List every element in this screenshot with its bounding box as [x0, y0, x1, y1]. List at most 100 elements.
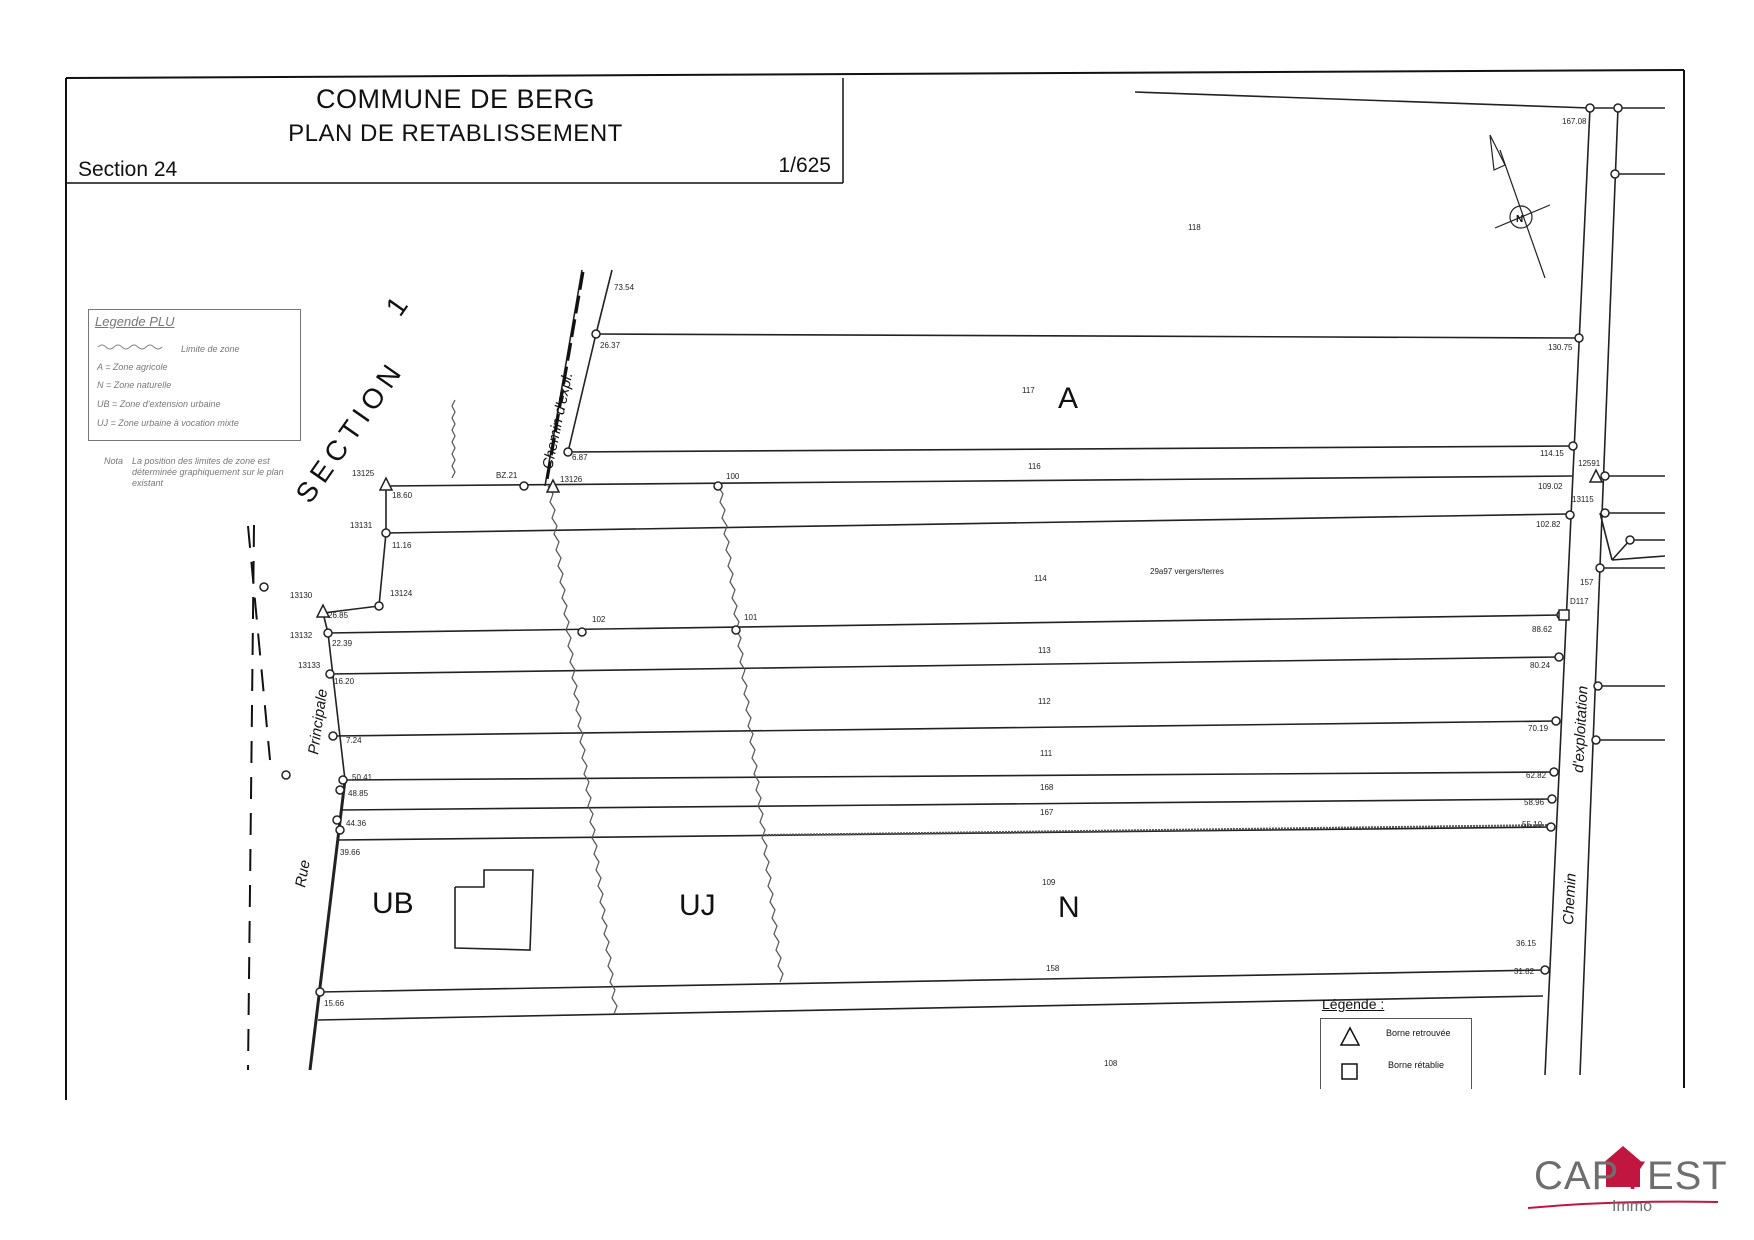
pt-13130: 13130	[290, 591, 313, 600]
legend-item-borne-retrouvee: Borne retrouvée	[1386, 1028, 1451, 1038]
rue-centerline	[247, 524, 271, 1071]
square-marker-icon	[1341, 1063, 1358, 1080]
dim-right: 70.19	[1528, 724, 1549, 733]
dim-left: 7.24	[346, 736, 362, 745]
dim-left: 39.66	[340, 848, 361, 857]
brand-house-icon	[1527, 1146, 1719, 1209]
north-label: N	[1516, 214, 1523, 225]
parcel-114: 114	[1034, 574, 1047, 583]
parcel-168: 168	[1040, 783, 1054, 792]
dim-left: 15.66	[324, 999, 345, 1008]
dim-right: 55.10	[1522, 820, 1543, 829]
dim-right: 130.75	[1548, 343, 1573, 352]
dim-left: 44.36	[346, 819, 367, 828]
pt-bz21: BZ.21	[496, 471, 518, 480]
legend-item-borne-retablie: Borne rétablie	[1388, 1060, 1445, 1070]
plu-legend-item: N = Zone naturelle	[97, 380, 172, 390]
parcel-108: 108	[1104, 1059, 1118, 1068]
plan-title: PLAN DE RETABLISSEMENT	[288, 120, 623, 147]
dim-right: 31.82	[1514, 967, 1535, 976]
road-principale: Principale	[305, 688, 331, 756]
survey-square	[1558, 609, 1570, 621]
parcel-boundaries	[308, 91, 1666, 1076]
parcel-117: 117	[1022, 386, 1035, 395]
dim-right: 109.02	[1538, 482, 1563, 491]
survey-triangles	[315, 468, 1604, 618]
road-rue: Rue	[292, 859, 314, 889]
plu-legend-item: UB = Zone d'extension urbaine	[97, 399, 221, 409]
parcel-note: 29a97 vergers/terres	[1150, 567, 1224, 576]
dim-left: 73.54	[614, 283, 635, 292]
chemin-expl-dashes	[545, 271, 585, 481]
road-chemin-expl: Chemin d'expl.	[539, 371, 576, 471]
plu-legend-title: Legende PLU	[95, 314, 175, 329]
pt-13124: 13124	[390, 589, 413, 598]
brand-immo: Immo	[1612, 1198, 1652, 1215]
dim-left: 50.41	[352, 773, 373, 782]
survey-markers	[259, 103, 1635, 997]
zone-limits	[451, 399, 1552, 1015]
dim-left: 11.16	[392, 541, 412, 550]
pt-13125: 13125	[352, 469, 375, 478]
dim-left: 26.37	[600, 341, 621, 350]
nota-label: Nota	[104, 456, 124, 466]
zone-A: A	[1058, 382, 1078, 415]
road-chemin: Chemin	[1560, 873, 1580, 926]
survey-point-labels: 13125 BZ.21 13126 100 13131 13124 13130 …	[290, 459, 1601, 670]
dimensions-right: 167.08 130.75 114.15 109.02 102.82 88.62…	[1514, 117, 1587, 976]
scale: 1/625	[778, 154, 831, 177]
dim-right: 167.08	[1562, 117, 1587, 126]
dim-left: 16.20	[334, 677, 355, 686]
brand-y: Y	[1619, 1154, 1647, 1198]
plu-legend-item: Limite de zone	[181, 344, 240, 354]
brand-name: CAPYEST	[1534, 1154, 1728, 1199]
zone-limit-icon	[97, 344, 163, 350]
parcel-113: 113	[1038, 646, 1051, 655]
dim-left: 26.85	[328, 611, 349, 620]
pt-d117: D117	[1570, 597, 1589, 606]
legend-box	[1320, 1018, 1472, 1089]
commune-title: COMMUNE DE BERG	[315, 84, 596, 114]
parcel-118: 118	[1188, 223, 1201, 232]
zone-UJ: UJ	[679, 889, 716, 922]
parcel-111: 111	[1040, 749, 1053, 758]
dim-left: 48.85	[348, 789, 369, 798]
triangle-marker-icon	[1339, 1026, 1361, 1046]
plu-legend-item: A = Zone agricole	[97, 362, 168, 372]
parcel-158: 158	[1046, 964, 1060, 973]
parcel-116: 116	[1028, 462, 1041, 471]
dim-right: 114.15	[1540, 449, 1564, 458]
plan-frame	[65, 69, 1685, 1100]
parcel-157: 157	[1580, 578, 1594, 587]
plu-legend: Legende PLU Limite de zone A = Zone agri…	[88, 309, 301, 441]
zone-UB: UB	[372, 887, 414, 920]
brand-cap: CAP	[1534, 1154, 1620, 1198]
dim-right: 80.24	[1530, 661, 1551, 670]
parcel-167: 167	[1040, 808, 1054, 817]
pt-101: 101	[744, 613, 758, 622]
dim-right: 102.82	[1536, 520, 1561, 529]
dim-right: 36.15	[1516, 939, 1537, 948]
dim-left: 6.87	[572, 453, 588, 462]
pt-13131: 13131	[350, 521, 373, 530]
parcel-109: 109	[1042, 878, 1056, 887]
pt-13133: 13133	[298, 661, 321, 670]
plu-legend-item: UJ = Zone urbaine à vocation mixte	[97, 418, 239, 428]
road-exploitation: d'exploitation	[1570, 685, 1592, 773]
dim-right: 62.82	[1526, 771, 1547, 780]
north-arrow-icon	[1489, 134, 1551, 279]
section-number: 1	[380, 286, 418, 321]
dim-right: 58.96	[1524, 798, 1545, 807]
dim-right: 88.62	[1532, 625, 1553, 634]
section-id: Section 24	[78, 158, 178, 181]
brand-est: EST	[1646, 1154, 1728, 1198]
dim-left: 22.39	[332, 639, 353, 648]
pt-13126: 13126	[560, 475, 583, 484]
brand-logo: CAPYEST Immo	[1532, 1148, 1732, 1218]
parcel-numbers: 118 117 116 114 113 112 111 168 167 109 …	[1022, 223, 1594, 1068]
dim-left: 18.60	[392, 491, 413, 500]
pt-100: 100	[726, 472, 740, 481]
legend-title: Légende :	[1322, 996, 1385, 1012]
nota-text: La position des limites de zone est déte…	[132, 456, 284, 488]
